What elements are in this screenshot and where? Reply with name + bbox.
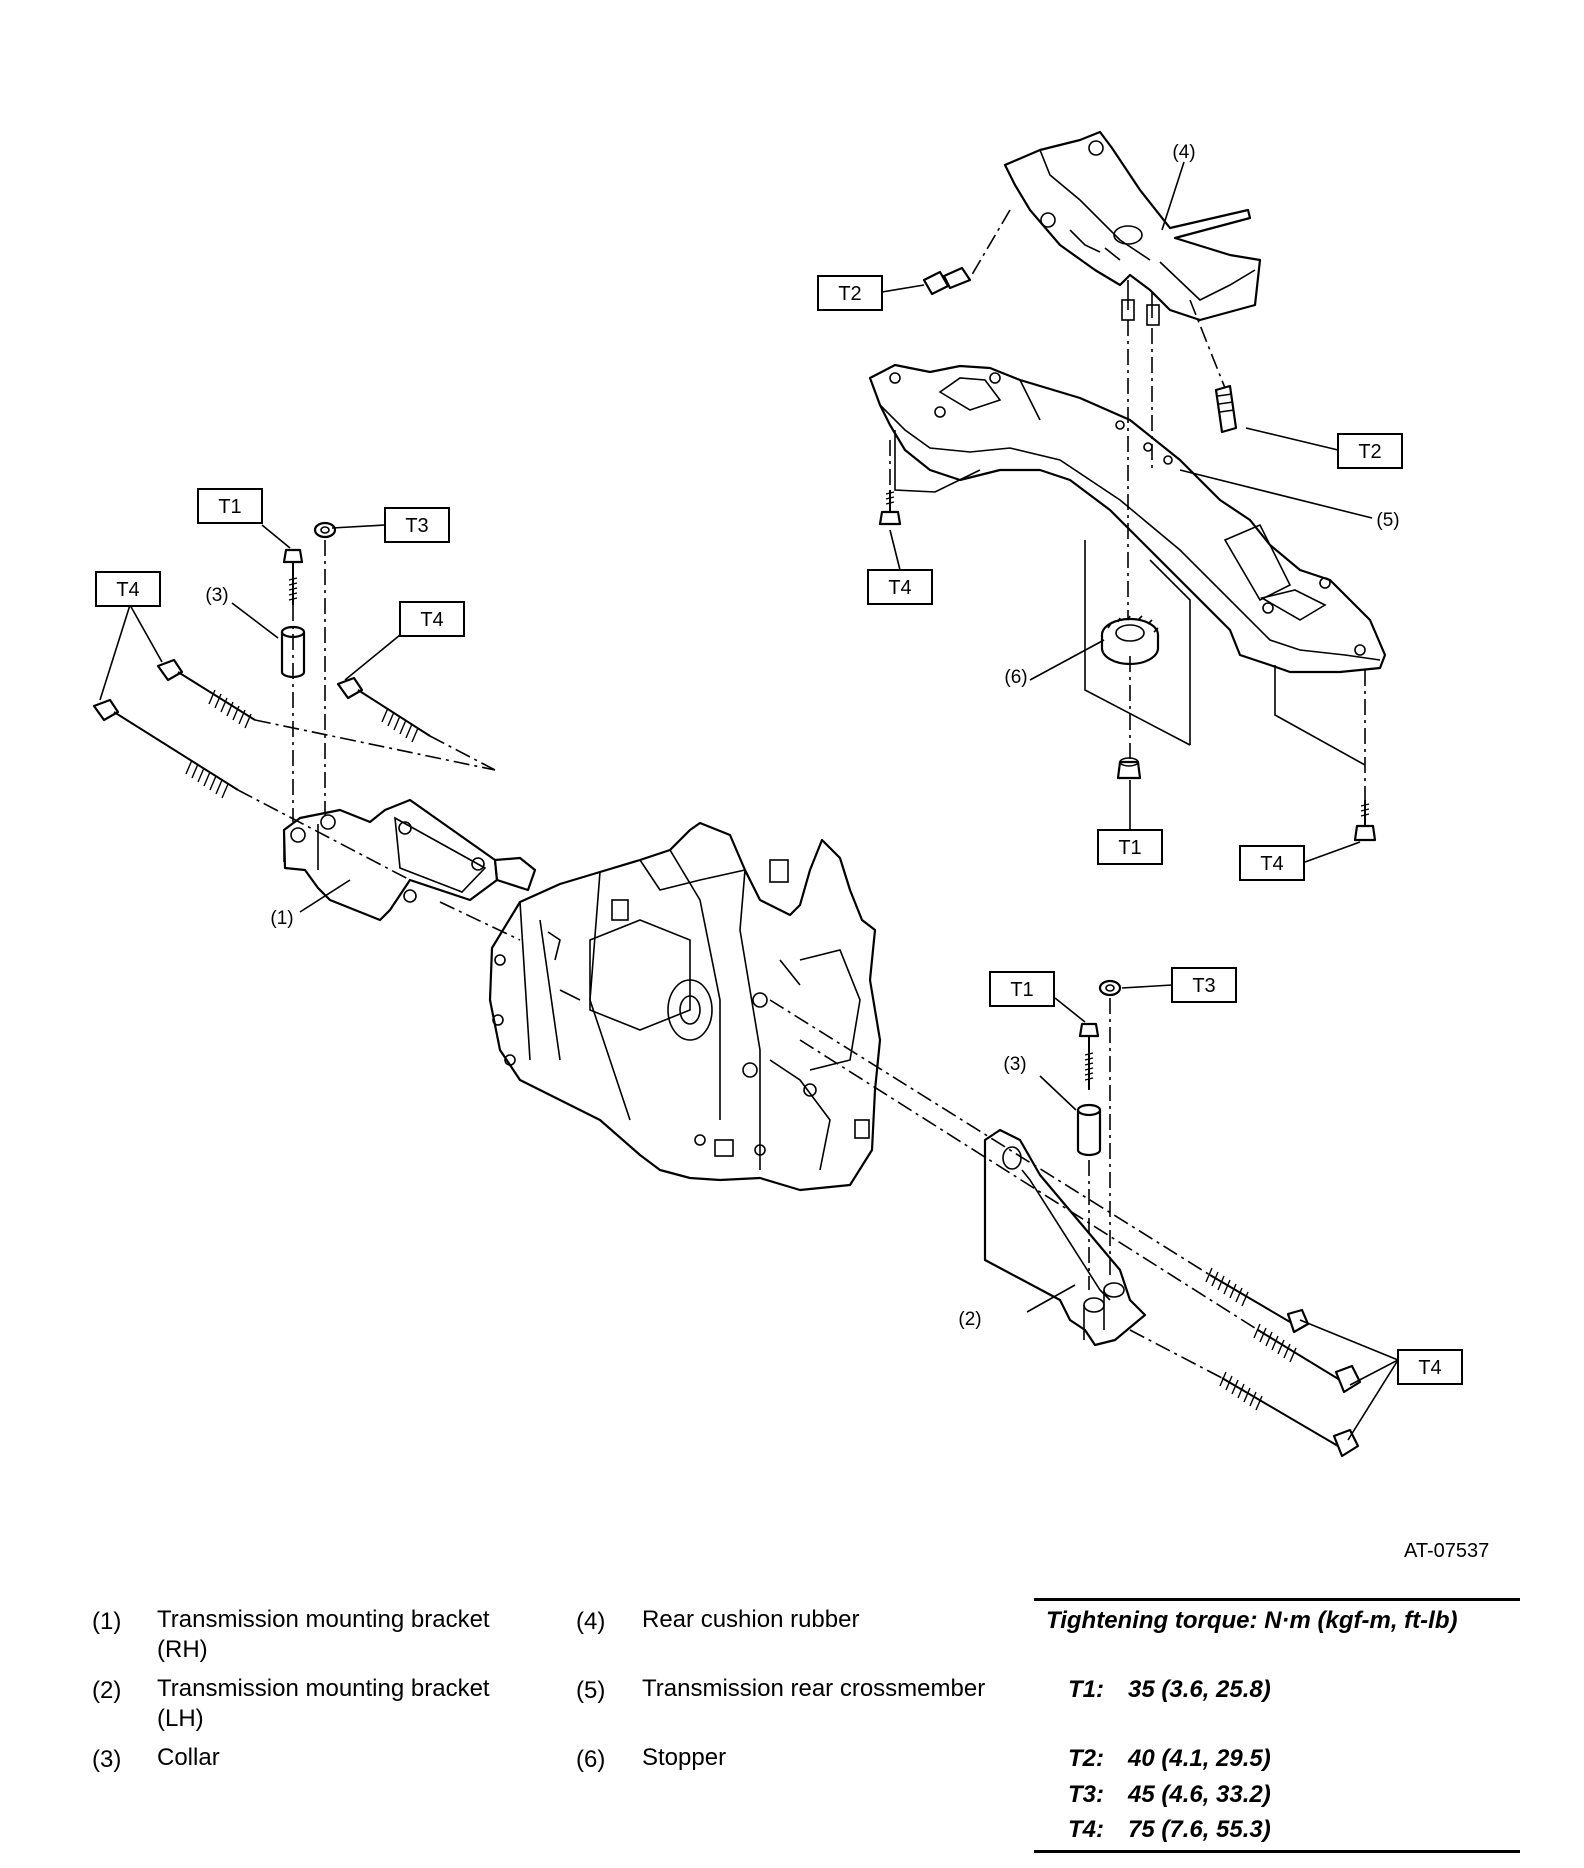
torque-tag-t1-rh: T1 [197,488,263,524]
bolt-t4-rh-side [336,676,431,743]
svg-text:T3: T3 [1192,975,1215,997]
nut-t3-rh [313,521,337,539]
svg-text:T1: T1 [218,496,241,518]
callout-4: (4) [1172,142,1195,163]
torque-tag-t1-lh: T1 [989,971,1055,1007]
nut-t3-lh [1098,979,1122,997]
callout-6: (6) [1004,667,1027,688]
svg-text:T3: T3 [405,515,428,537]
svg-text:T4: T4 [1418,1357,1441,1379]
torque-tag-t3-lh: T3 [1171,967,1237,1003]
torque-tag-t4-lh: T4 [1397,1349,1463,1385]
svg-text:T2: T2 [838,283,861,305]
callout-2: (2) [958,1309,981,1330]
mounting-bracket-rh [282,798,537,922]
rear-crossmember [868,363,1387,766]
torque-tag-t2-right: T2 [1337,433,1403,469]
torque-tag-t1-crossmember: T1 [1097,829,1163,865]
bolt-t2-right [1214,384,1238,434]
bolt-t4-lh-lower [1219,1371,1360,1458]
callout-5: (5) [1376,510,1399,531]
bolt-t1-rh [282,548,304,605]
figure-code: AT-07537 [1404,1540,1490,1562]
bolt-t4-lh-upper [1205,1267,1310,1334]
mounting-bracket-lh [983,1128,1147,1347]
bolt-t4-lh-middle [1253,1323,1362,1394]
transmission-case [488,821,882,1192]
torque-tag-t4-crossmember-left: T4 [867,569,933,605]
callout-3-lh: (3) [1003,1054,1026,1075]
rear-cushion-rubber [1003,130,1262,326]
bolt-t4-rh-lower [92,698,239,799]
torque-tag-t2-left: T2 [817,275,883,311]
torque-tag-t3-rh: T3 [384,507,450,543]
svg-text:T4: T4 [1260,853,1283,875]
svg-text:T1: T1 [1118,837,1141,859]
nut-t1-crossmember [1116,757,1142,780]
svg-text:T4: T4 [888,577,911,599]
svg-text:T2: T2 [1358,441,1381,463]
bolt-t4-rh-upper [156,658,256,729]
bolt-t2-left [922,266,972,296]
assembly-lines [237,209,1366,1379]
callout-1: (1) [270,908,293,929]
leader-lines [99,161,1399,1441]
torque-tag-t4-rh-right: T4 [399,601,465,637]
bolt-t4-crossmember-right [1353,800,1377,842]
collar-lh [1076,1103,1102,1157]
svg-text:T1: T1 [1010,979,1033,1001]
bolt-t4-crossmember-left [878,490,902,526]
torque-tag-t4-rh-left: T4 [95,571,161,607]
torque-tag-t4-crossmember-right: T4 [1239,845,1305,881]
bolt-t1-lh [1078,1022,1100,1090]
callout-3-rh: (3) [205,585,228,606]
svg-text:T4: T4 [420,609,443,631]
svg-text:T4: T4 [116,579,139,601]
